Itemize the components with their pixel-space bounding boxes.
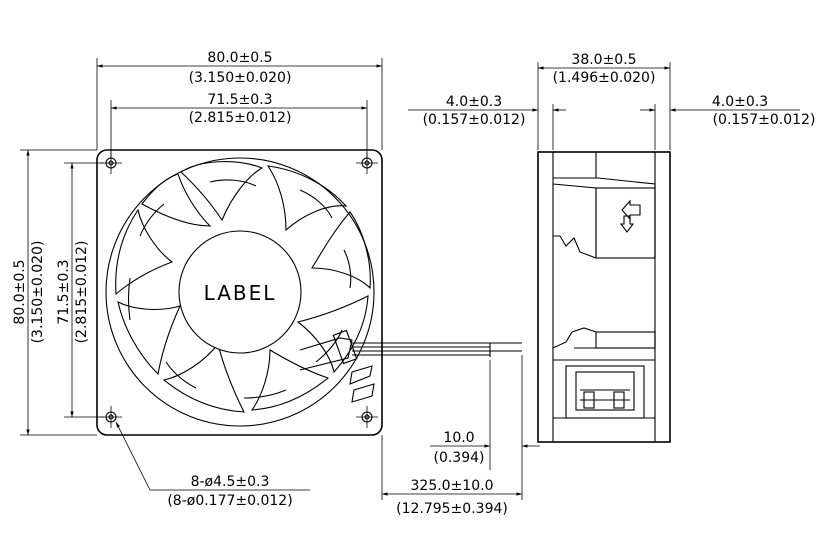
pitch-h-in-label: (2.815±0.012) bbox=[189, 110, 292, 126]
depth-mm-label: 38.0±0.5 bbox=[571, 52, 636, 68]
height-mm-label: 80.0±0.5 bbox=[12, 259, 28, 324]
width-mm-label: 80.0±0.5 bbox=[207, 50, 272, 66]
length-in-label: (12.795±0.394) bbox=[396, 501, 508, 517]
flange-right-in-label: (0.157±0.012) bbox=[713, 112, 816, 128]
side-dimensions: 38.0±0.5 (1.496±0.020) 4.0±0.3 (0.157±0.… bbox=[408, 52, 815, 150]
airflow-arrow-icon bbox=[619, 199, 641, 233]
strip-in-label: (0.394) bbox=[433, 450, 484, 466]
width-in-label: (3.150±0.020) bbox=[189, 70, 292, 86]
hole-spec-mm-label: 8-ø4.5±0.3 bbox=[191, 474, 270, 490]
pitch-v-in-label: (2.815±0.012) bbox=[74, 241, 90, 344]
fan-frame bbox=[96, 149, 383, 436]
fan-blades bbox=[115, 161, 371, 413]
depth-in-label: (1.496±0.020) bbox=[553, 70, 656, 86]
pitch-v-mm-label: 71.5±0.3 bbox=[56, 259, 72, 324]
flange-right-mm-label: 4.0±0.3 bbox=[712, 94, 768, 110]
hole-spec-in-label: (8-ø0.177±0.012) bbox=[167, 493, 292, 509]
length-mm-label: 325.0±10.0 bbox=[411, 478, 494, 494]
strip-mm-label: 10.0 bbox=[443, 430, 474, 446]
venturi-ring bbox=[105, 157, 375, 427]
hub-label: LABEL bbox=[204, 281, 277, 305]
lead-wire bbox=[299, 329, 522, 403]
flange-left-mm-label: 4.0±0.3 bbox=[446, 94, 502, 110]
lead-dimensions: 10.0 (0.394) 325.0±10.0 (12.795±0.394) bbox=[381, 355, 540, 517]
hub bbox=[178, 230, 302, 354]
side-view bbox=[537, 151, 671, 443]
front-view: LABEL bbox=[96, 149, 522, 436]
pitch-h-mm-label: 71.5±0.3 bbox=[207, 92, 272, 108]
flange-left-in-label: (0.157±0.012) bbox=[423, 112, 526, 128]
front-dimensions: 80.0±0.5 (3.150±0.020) 71.5±0.3 (2.815±0… bbox=[12, 50, 383, 509]
side-frame bbox=[537, 151, 671, 443]
mounting-holes bbox=[100, 152, 378, 428]
height-in-label: (3.150±0.020) bbox=[30, 241, 46, 344]
